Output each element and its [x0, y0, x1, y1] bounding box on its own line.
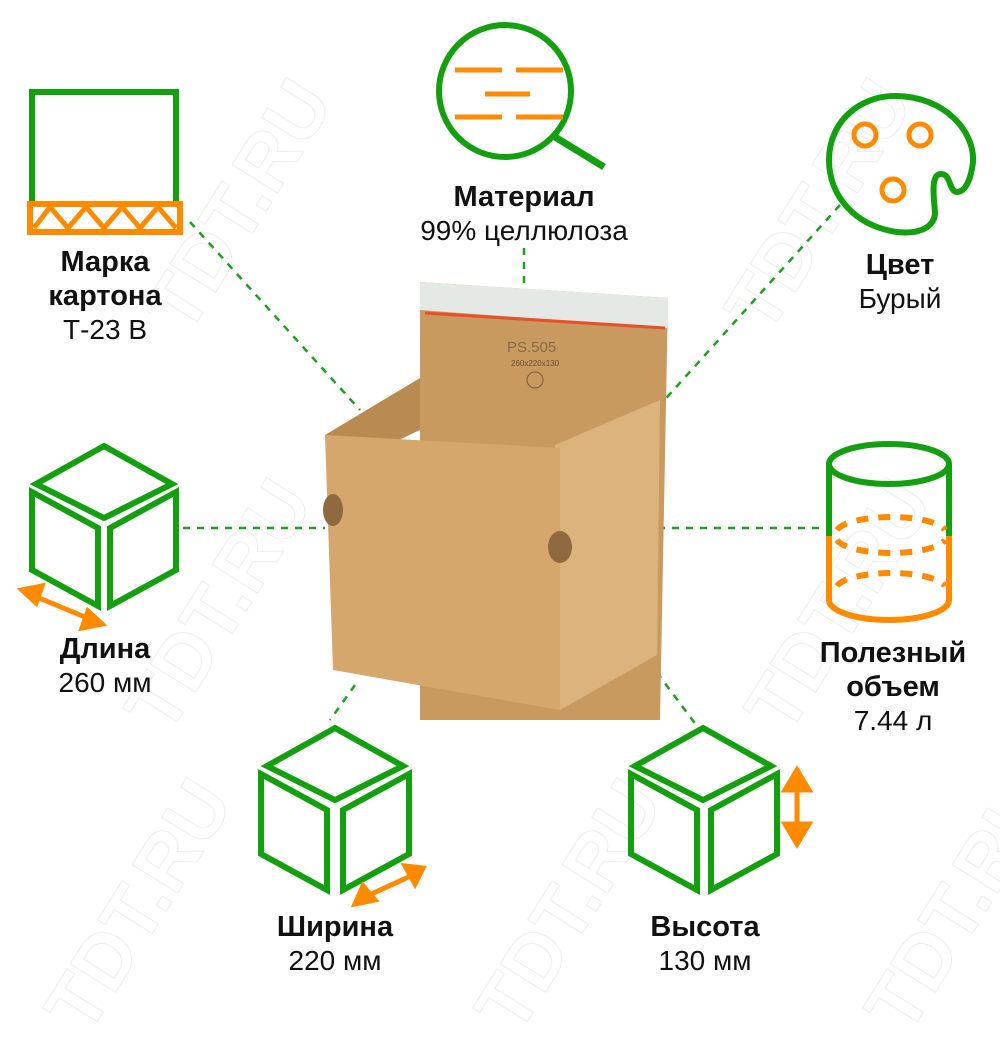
- brand-value: Т-23 В: [62, 314, 148, 346]
- volume-value: 7.44 л: [853, 705, 933, 737]
- width-title: Ширина: [276, 911, 394, 943]
- color-title: Цвет: [865, 249, 935, 281]
- height-title: Высота: [650, 911, 760, 943]
- material-title: Материал: [453, 181, 595, 213]
- palette-icon: [825, 92, 977, 236]
- color-value: Бурый: [858, 283, 942, 315]
- length-value: 260 мм: [58, 667, 152, 699]
- print-model: PS.505: [507, 339, 556, 356]
- cube-length-icon: [16, 442, 179, 632]
- corrugated-cardboard-icon: [27, 89, 183, 235]
- cube-height-icon: [628, 724, 814, 896]
- length-title: Длина: [59, 633, 151, 665]
- brand-title-1: Марка: [60, 246, 150, 278]
- height-value: 130 мм: [658, 945, 752, 977]
- brand-title-2: картона: [48, 280, 162, 313]
- cube-width-icon: [258, 724, 427, 908]
- material-value: 99% целлюлоза: [420, 215, 628, 247]
- product-image: PS.505 260x220x130: [315, 270, 675, 720]
- width-value: 220 мм: [288, 945, 382, 977]
- print-size: 260x220x130: [511, 359, 560, 368]
- magnifier-icon: [436, 22, 606, 170]
- volume-title-1: Полезный: [819, 637, 967, 669]
- volume-title-2: объем: [846, 671, 940, 704]
- cylinder-volume-icon: [826, 441, 952, 623]
